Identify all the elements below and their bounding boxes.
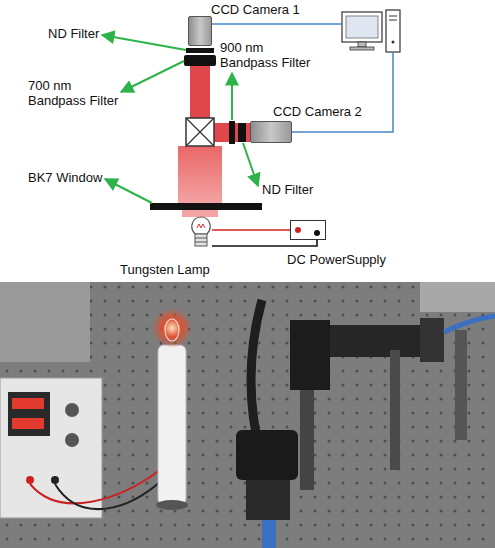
bandpass-filter (184, 55, 216, 66)
beam-splitter (186, 118, 214, 146)
computer-icon (342, 10, 400, 52)
setup-photo (290, 320, 330, 390)
setup-photo (0, 282, 90, 362)
beam-splitter (186, 118, 214, 146)
pointer-arrow (102, 35, 186, 50)
computer-icon (342, 12, 382, 42)
beam-splitter (186, 118, 214, 146)
bulb-base (195, 242, 207, 243)
setup-photo (0, 282, 495, 548)
setup-photo (300, 390, 314, 490)
setup-photo (55, 480, 162, 509)
part-label: 900 nm Bandpass Filter (220, 40, 316, 70)
setup-photo (246, 480, 290, 520)
setup-photo (51, 476, 59, 484)
part-label: BK7 Window (28, 170, 102, 185)
bulb-base (195, 238, 207, 239)
camera-cable (212, 23, 342, 25)
setup-photo (156, 500, 188, 510)
setup-photo (65, 403, 79, 417)
camera-cable (212, 24, 393, 132)
setup-photo (152, 308, 192, 348)
window-plate (150, 203, 262, 210)
camera-box: CCD Camera 2 (250, 121, 292, 143)
setup-photo (65, 433, 79, 447)
setup-photo (0, 282, 495, 548)
lamp-outline (190, 216, 212, 248)
setup-photo (158, 345, 186, 505)
computer-icon (389, 16, 397, 17)
pointer-arrow (105, 179, 152, 203)
part-label: ND Filter (48, 26, 99, 41)
node-label: DC PowerSupply (287, 252, 386, 267)
computer-icon (386, 10, 400, 52)
part-label: ND Filter (262, 182, 313, 197)
power-supply-box: DC PowerSupply (290, 220, 326, 240)
computer-icon (392, 41, 395, 44)
computer-icon (346, 16, 378, 38)
light-beam (182, 210, 218, 217)
bulb-glass (192, 217, 210, 234)
nd-filter (238, 123, 246, 142)
lamp-symbol: Tungsten Lamp (190, 216, 212, 248)
setup-photo (26, 476, 34, 484)
setup-photo (0, 282, 495, 548)
black-terminal (314, 230, 320, 236)
node-label: Tungsten Lamp (120, 262, 210, 277)
setup-photo (455, 330, 467, 440)
setup-photo (30, 470, 160, 503)
wire (212, 229, 290, 231)
pointer-arrow (121, 61, 184, 92)
setup-photo (444, 316, 495, 332)
light-beam (178, 66, 250, 217)
light-beam (178, 146, 222, 203)
pointer-arrow (231, 73, 233, 120)
setup-photo (12, 418, 44, 429)
setup-photo (12, 398, 44, 409)
pointer-arrow (243, 143, 258, 186)
node-label: CCD Camera 2 (273, 104, 362, 119)
setup-photo (420, 282, 495, 312)
bulb-base (195, 234, 207, 246)
camera-box: CCD Camera 1 (188, 16, 212, 46)
computer-icon (389, 20, 397, 21)
computer-icon (358, 42, 366, 47)
part-label: 700 nm Bandpass Filter (28, 78, 124, 108)
red-terminal (295, 227, 301, 233)
setup-photo (236, 430, 298, 480)
setup-photo (390, 350, 400, 470)
terminal-pair (290, 220, 326, 240)
setup-photo (262, 520, 276, 548)
bandpass-filter (229, 121, 235, 144)
light-beam (190, 66, 210, 118)
setup-photo (0, 378, 102, 518)
wire (212, 240, 317, 246)
filament (197, 224, 205, 228)
setup-photo (8, 392, 50, 436)
setup-photo (420, 318, 444, 362)
computer-icon (350, 47, 374, 50)
beam-splitter (186, 118, 214, 146)
setup-photo (165, 319, 179, 341)
setup-photo (330, 325, 420, 357)
node-label: CCD Camera 1 (211, 2, 300, 17)
nd-filter (186, 48, 214, 53)
